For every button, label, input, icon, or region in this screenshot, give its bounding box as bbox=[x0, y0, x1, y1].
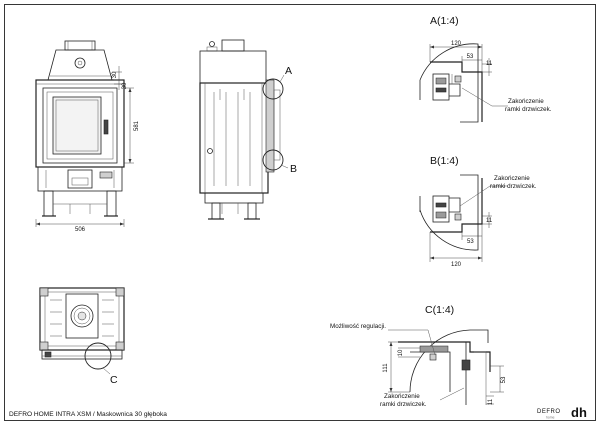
detail-b: B(1:4) 120 53 11 Zakończenie ramki drzwi… bbox=[419, 155, 537, 268]
detail-c-note-regulation: Możliwość regulacji. bbox=[330, 323, 386, 330]
detail-b-dim-11: 11 bbox=[486, 218, 493, 224]
detail-a: A(1:4) 120 53 11 Zakończenie ramki drzwi… bbox=[419, 15, 552, 123]
brand-sub: home bbox=[546, 416, 555, 420]
callout-c: C bbox=[110, 374, 118, 386]
detail-c-title: C(1:4) bbox=[425, 304, 454, 316]
detail-circle-b bbox=[262, 149, 284, 171]
brand-logo: DEFRO home dh bbox=[537, 405, 587, 420]
front-view: 506 581 30 30 bbox=[35, 40, 140, 233]
detail-c: C(1:4) 111 10 53 11 Możliwość regulacji. bbox=[330, 304, 507, 408]
detail-b-title: B(1:4) bbox=[430, 155, 459, 167]
detail-a-dim-53: 53 bbox=[467, 54, 474, 60]
detail-c-dim-53: 53 bbox=[501, 376, 507, 383]
dim-width-506: 506 bbox=[75, 227, 86, 233]
callout-b: B bbox=[290, 163, 297, 175]
side-view: A B bbox=[199, 39, 297, 220]
detail-c-dim-111: 111 bbox=[383, 363, 389, 373]
brand-mark: dh bbox=[571, 405, 587, 420]
detail-c-note-line1: Zakończenie bbox=[384, 393, 420, 400]
detail-c-dim-11: 11 bbox=[488, 398, 494, 405]
dim-top-30-b: 30 bbox=[122, 82, 128, 89]
drawing-caption: DEFRO HOME INTRA XSM / Maskownica 30 głę… bbox=[9, 411, 167, 418]
detail-a-dim-120: 120 bbox=[451, 41, 462, 47]
detail-circle-a bbox=[262, 78, 284, 100]
callout-a: A bbox=[285, 65, 292, 77]
detail-a-note-line2: ramki drzwiczek. bbox=[505, 106, 552, 113]
brand-text: DEFRO bbox=[537, 409, 561, 415]
detail-c-dim-10: 10 bbox=[398, 349, 404, 356]
detail-a-note-line1: Zakończenie bbox=[508, 98, 544, 105]
detail-c-note-line2: ramki drzwiczek. bbox=[380, 401, 427, 408]
detail-b-dim-53: 53 bbox=[467, 239, 474, 245]
detail-b-note-line1: Zakończenie bbox=[494, 175, 530, 182]
top-view: C bbox=[39, 287, 125, 386]
dim-height-581: 581 bbox=[134, 120, 140, 131]
detail-a-title: A(1:4) bbox=[430, 15, 459, 27]
detail-circle-c bbox=[84, 342, 112, 370]
detail-a-dim-11: 11 bbox=[486, 61, 493, 67]
detail-b-note-line2: ramki drzwiczek. bbox=[490, 183, 537, 190]
dim-top-30-a: 30 bbox=[112, 71, 118, 78]
detail-b-dim-120: 120 bbox=[451, 262, 462, 268]
sheet-border bbox=[4, 4, 596, 421]
